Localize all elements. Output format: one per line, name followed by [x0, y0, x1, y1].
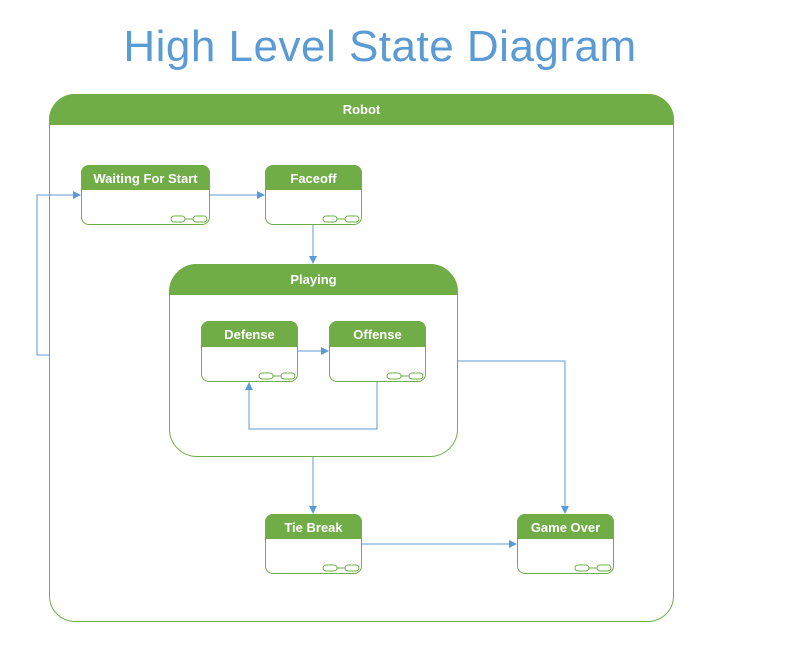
state-tie-break[interactable]: Tie Break [265, 514, 362, 574]
state-faceoff-label: Faceoff [290, 171, 337, 186]
composite-state-icon [322, 564, 360, 572]
state-defense[interactable]: Defense [201, 321, 298, 382]
state-robot-header: Robot [49, 94, 674, 125]
composite-state-icon [574, 564, 612, 572]
state-waiting-for-start[interactable]: Waiting For Start [81, 165, 210, 225]
transition-offense-to-defense [245, 382, 378, 430]
state-faceoff-header: Faceoff [265, 165, 362, 190]
state-defense-header: Defense [201, 321, 298, 347]
composite-state-icon [386, 372, 424, 380]
state-playing-header: Playing [169, 264, 458, 295]
state-offense[interactable]: Offense [329, 321, 426, 382]
transition-playing-to-game-over [458, 360, 569, 514]
composite-state-icon [258, 372, 296, 380]
state-waiting-label: Waiting For Start [93, 171, 198, 186]
state-game-over-label: Game Over [530, 520, 601, 535]
transition-robot-to-waiting [36, 191, 81, 356]
state-game-over[interactable]: Game Over [517, 514, 614, 574]
state-tie-break-header: Tie Break [265, 514, 362, 539]
state-offense-label: Offense [353, 327, 402, 342]
state-robot-label: Robot [342, 102, 381, 117]
composite-state-icon [170, 215, 208, 223]
state-game-over-header: Game Over [517, 514, 614, 539]
diagram-title: High Level State Diagram [123, 22, 637, 71]
state-waiting-header: Waiting For Start [81, 165, 210, 190]
state-faceoff[interactable]: Faceoff [265, 165, 362, 225]
state-offense-header: Offense [329, 321, 426, 347]
state-tie-break-label: Tie Break [284, 520, 343, 535]
state-defense-label: Defense [224, 327, 275, 342]
composite-state-icon [322, 215, 360, 223]
state-playing-label: Playing [290, 272, 337, 287]
